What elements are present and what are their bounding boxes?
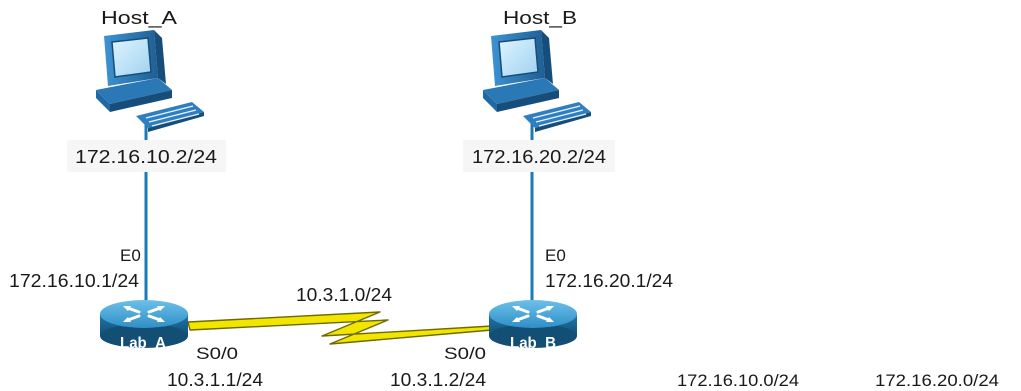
lab-a-e0-ip: 172.16.10.1/24 bbox=[9, 271, 139, 291]
host-b-ip: 172.16.20.2/24 bbox=[472, 147, 606, 167]
host-b-ip-box bbox=[463, 140, 615, 172]
network-label-1: 172.16.10.0/24 bbox=[677, 371, 799, 390]
computer-icon bbox=[482, 29, 592, 133]
lab-a-s0-ip: 10.3.1.1/24 bbox=[167, 370, 263, 390]
serial-network-label: 10.3.1.0/24 bbox=[296, 285, 392, 305]
host-a-ip-box bbox=[67, 140, 226, 172]
host-b-label: Host_B bbox=[503, 8, 577, 29]
host-a-label: Host_A bbox=[101, 8, 177, 29]
router-lab-b-label: Lab_B bbox=[510, 335, 556, 352]
router-lab-b[interactable]: Lab_B bbox=[487, 298, 579, 352]
host-a-ip: 172.16.10.2/24 bbox=[75, 147, 217, 167]
host-a[interactable] bbox=[95, 29, 205, 133]
router-lab-a-label: Lab_A bbox=[120, 335, 166, 352]
lab-a-s0-label: S0/0 bbox=[196, 344, 238, 363]
lab-b-e0-ip: 172.16.20.1/24 bbox=[545, 271, 673, 291]
lab-b-e0-label: E0 bbox=[545, 246, 566, 265]
host-b[interactable] bbox=[482, 29, 592, 133]
router-lab-a[interactable]: Lab_A bbox=[98, 298, 190, 352]
lab-a-e0-label: E0 bbox=[120, 246, 141, 265]
lab-b-s0-label: S0/0 bbox=[444, 344, 486, 363]
serial-link bbox=[187, 311, 493, 345]
network-label-2: 172.16.20.0/24 bbox=[875, 371, 999, 390]
computer-icon bbox=[95, 29, 205, 133]
lab-b-s0-ip: 10.3.1.2/24 bbox=[390, 370, 486, 390]
